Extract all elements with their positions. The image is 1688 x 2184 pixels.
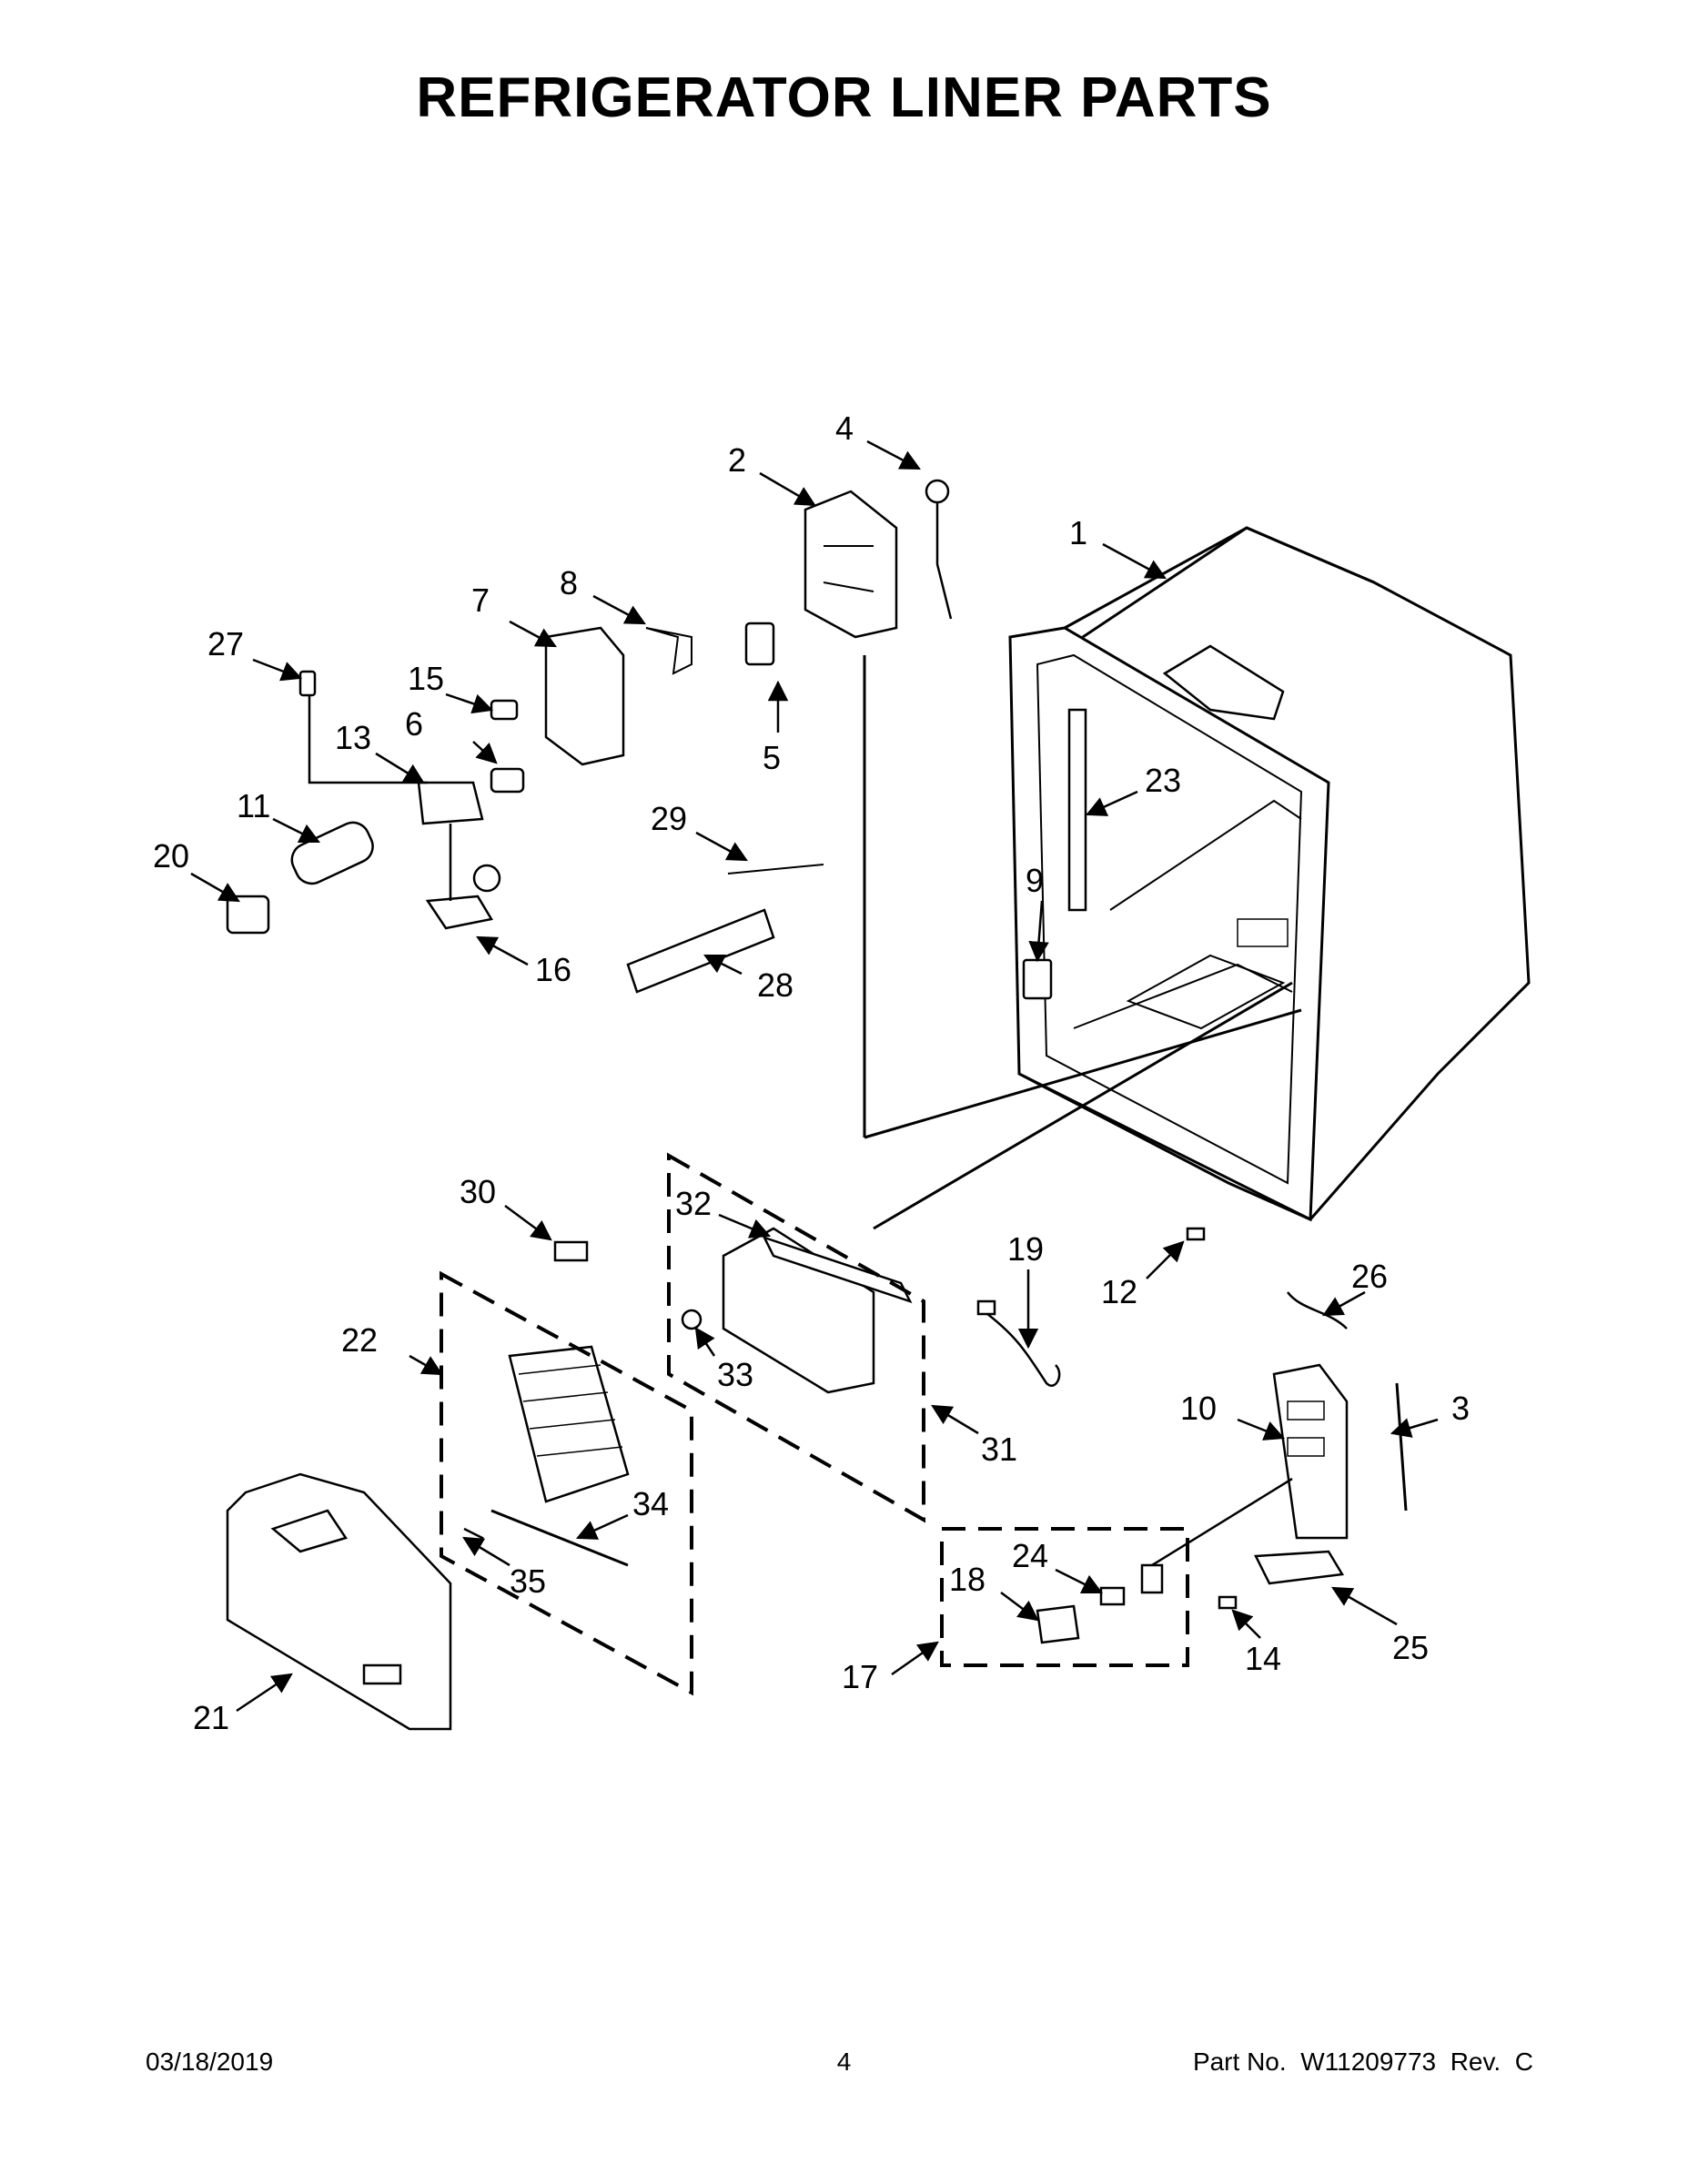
callout-25: 25 xyxy=(1392,1629,1429,1666)
callout-22: 22 xyxy=(341,1321,378,1359)
evaporator xyxy=(463,1345,630,1567)
callout-20: 20 xyxy=(153,837,189,875)
rev-value: C xyxy=(1514,2048,1533,2076)
part-number: W11209773 xyxy=(1300,2048,1437,2076)
water-filter-assembly xyxy=(226,626,824,994)
callout-1: 1 xyxy=(1069,514,1087,551)
part-label: Part No. xyxy=(1192,2048,1287,2076)
callout-15: 15 xyxy=(408,660,444,697)
fan-motor-assembly xyxy=(681,1227,913,1394)
callout-21: 21 xyxy=(193,1699,229,1736)
control-panel-parts xyxy=(1218,1363,1408,1610)
lower-panel xyxy=(226,1472,452,1731)
callout-19: 19 xyxy=(1007,1230,1044,1268)
callout-2: 2 xyxy=(728,441,746,479)
callout-30: 30 xyxy=(460,1173,496,1210)
callout-12: 12 xyxy=(1101,1273,1137,1310)
callout-10: 10 xyxy=(1180,1390,1217,1427)
callout-28: 28 xyxy=(757,966,793,1004)
callout-29: 29 xyxy=(651,800,687,837)
callout-34: 34 xyxy=(632,1485,669,1522)
leader-arrows xyxy=(190,440,1439,1713)
callout-4: 4 xyxy=(835,410,854,447)
callout-11: 11 xyxy=(237,787,270,824)
callout-17: 17 xyxy=(842,1658,878,1695)
callout-18: 18 xyxy=(949,1561,986,1598)
callout-27: 27 xyxy=(207,625,244,662)
sensor-parts xyxy=(1036,1477,1293,1644)
callout-5: 5 xyxy=(763,739,781,776)
ice-maker-housing xyxy=(744,479,953,666)
liner-cabinet xyxy=(863,526,1531,1230)
callout-labels: 1 2 3 4 5 6 7 8 9 10 11 12 13 14 15 16 1… xyxy=(153,410,1470,1736)
callout-24: 24 xyxy=(1012,1537,1048,1574)
callout-33: 33 xyxy=(717,1356,753,1393)
footer-part-number: Part No. W11209773 Rev. C xyxy=(1193,2048,1533,2077)
callout-7: 7 xyxy=(471,581,490,619)
callout-23: 23 xyxy=(1145,762,1181,799)
dashed-box-31 xyxy=(667,1152,925,1523)
part-30-block xyxy=(553,1240,589,1262)
callout-31: 31 xyxy=(981,1431,1017,1468)
dashed-box-22 xyxy=(440,1270,693,1696)
callout-32: 32 xyxy=(675,1185,712,1222)
footer-page-number: 4 xyxy=(836,2048,852,2076)
dashed-box-17 xyxy=(940,1527,1189,1667)
footer-date: 03/18/2019 xyxy=(146,2048,274,2076)
callout-8: 8 xyxy=(560,564,578,602)
page-title: REFRIGERATOR LINER PARTS xyxy=(416,66,1272,129)
callout-3: 3 xyxy=(1451,1390,1470,1427)
callout-13: 13 xyxy=(335,719,371,756)
wiring-harness-parts xyxy=(976,1227,1348,1387)
callout-16: 16 xyxy=(535,951,571,988)
callout-9: 9 xyxy=(1026,862,1044,899)
callout-35: 35 xyxy=(510,1562,546,1600)
callout-14: 14 xyxy=(1245,1640,1281,1677)
callout-6: 6 xyxy=(405,705,423,743)
rev-label: Rev. xyxy=(1450,2048,1501,2076)
callout-26: 26 xyxy=(1351,1258,1388,1295)
